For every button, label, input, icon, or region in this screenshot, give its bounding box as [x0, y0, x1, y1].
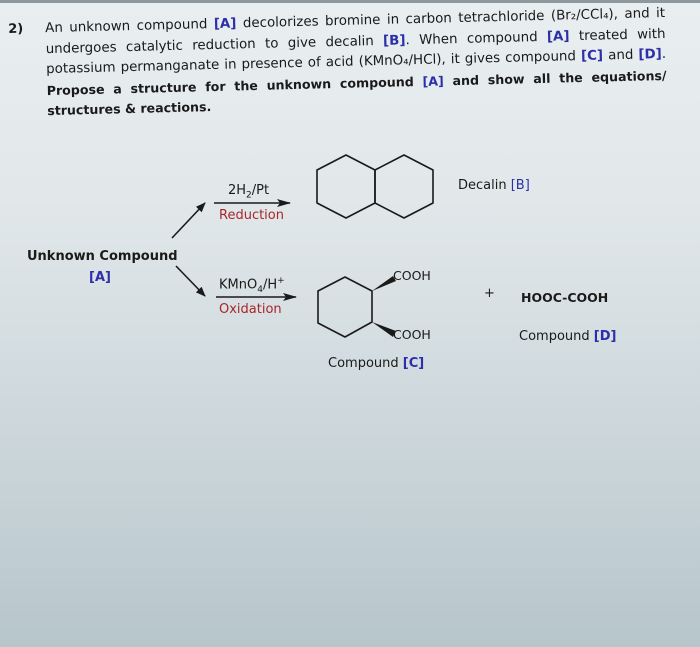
compound-c-label: Compound [C]	[328, 356, 424, 371]
product-b-name: Decalin	[458, 178, 511, 193]
reagent-text: /Pt	[251, 183, 270, 198]
question-number: 2)	[8, 21, 24, 37]
decalin-structure-icon	[316, 154, 434, 219]
label-c: [C]	[580, 48, 604, 65]
question-block: 2) An unknown compound [A] decolorizes b…	[8, 4, 668, 118]
screen-top-edge	[0, 0, 700, 3]
oxidation-reagent: KMnO4/H+	[219, 276, 285, 295]
label-a: [A]	[213, 16, 237, 32]
plus-sign: +	[484, 286, 495, 301]
arrow-up-icon	[171, 202, 206, 239]
cyclohexane-dicarboxylic-acid-structure-icon	[317, 276, 396, 338]
unknown-compound-tag: [A]	[89, 270, 111, 285]
cooh-group-bottom: COOH	[393, 327, 431, 342]
label-d: [D]	[638, 47, 662, 63]
reagent-text: 2H	[228, 183, 247, 198]
product-c-name: Compound	[328, 356, 403, 371]
question-body: An unknown compound [A] decolorizes brom…	[45, 4, 667, 122]
label-b: [B]	[382, 32, 406, 49]
reagent-subscript: 4	[257, 284, 263, 295]
reduction-reagent: 2H2/Pt	[228, 183, 269, 201]
text-segment: structures & reactions.	[47, 99, 212, 119]
decalin-label: Decalin [B]	[458, 178, 530, 193]
product-d-tag: [D]	[593, 329, 617, 344]
oxalic-acid-formula: HOOC-COOH	[521, 290, 609, 305]
text-segment: An unknown compound	[45, 16, 215, 37]
product-b-tag: [B]	[510, 178, 530, 193]
text-segment: and	[602, 47, 639, 64]
compound-d-label: Compound [D]	[519, 329, 616, 344]
reagent-text: /H	[262, 277, 278, 293]
cooh-group-top: COOH	[393, 268, 431, 283]
text-segment: .	[661, 46, 667, 63]
label-a: [A]	[546, 28, 570, 45]
reagent-subscript: 2	[246, 190, 252, 201]
unknown-compound-label: Unknown Compound	[27, 249, 178, 264]
product-d-name: Compound	[519, 329, 594, 344]
text-segment: and show all the equations/	[443, 67, 667, 88]
reagent-text: KMnO	[219, 277, 258, 293]
text-segment: . When compound	[405, 29, 548, 48]
reagent-superscript: +	[277, 276, 285, 286]
text-segment: treated with	[569, 26, 666, 44]
label-a: [A]	[422, 72, 444, 89]
arrow-down-icon	[175, 265, 206, 297]
reduction-label: Reduction	[219, 208, 284, 223]
product-c-tag: [C]	[402, 356, 425, 371]
oxidation-label: Oxidation	[219, 302, 282, 317]
